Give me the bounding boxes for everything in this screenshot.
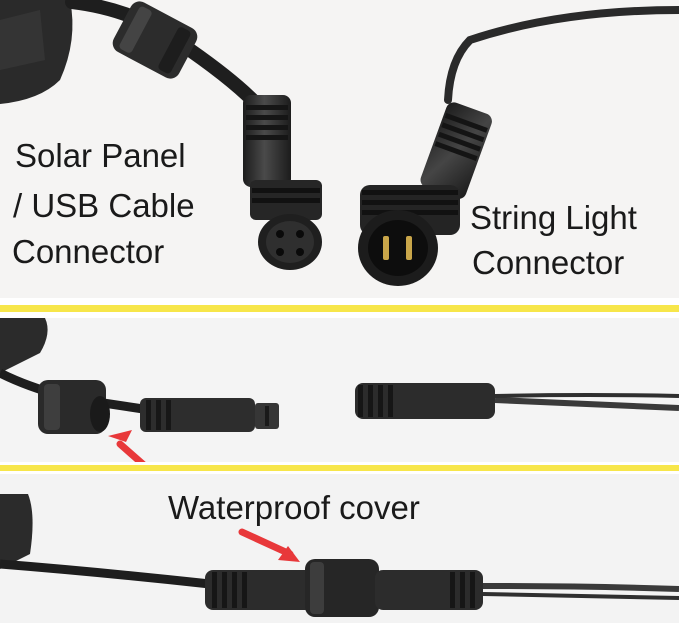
solar-connector-female [243, 95, 322, 270]
red-arrow-up-left [108, 430, 149, 464]
yellow-divider-bottom [0, 462, 679, 474]
string-light-label-line2: Connector [472, 244, 625, 281]
cover-slid-back-photo [0, 318, 679, 464]
connector-mid-right [355, 383, 495, 419]
cable-bottom-right [482, 583, 679, 592]
string-light-connector-male [420, 102, 492, 199]
solar-panel-housing-bottom [0, 494, 33, 569]
cable-right [444, 6, 679, 104]
connector-bottom-right [375, 570, 483, 610]
photo-panel-connected-with-cover: Waterproof cover [0, 474, 679, 623]
connected-with-cover-photo [0, 494, 679, 617]
red-arrow-down-right [238, 528, 300, 562]
waterproof-cover-label: Waterproof cover [168, 489, 420, 526]
cable-bottom-left [0, 559, 211, 589]
waterproof-cover-top [112, 1, 198, 79]
connector-mid-left [140, 398, 279, 432]
photo-panel-connectors-separated: Solar Panel / USB Cable Connector String… [0, 0, 679, 298]
solar-panel-label-line2: / USB Cable [13, 187, 195, 224]
cable-mid-right [494, 397, 679, 411]
string-light-connector-head [358, 185, 460, 286]
yellow-divider-top [0, 298, 679, 318]
string-light-label-line1: String Light [470, 199, 637, 236]
solar-panel-label-line1: Solar Panel [15, 137, 186, 174]
waterproof-cover-bottom [305, 559, 379, 617]
connectors-separated-photo [0, 0, 679, 286]
solar-panel-label-line3: Connector [12, 233, 165, 270]
waterproof-cover-mid [38, 380, 110, 434]
connector-bottom-left [205, 570, 313, 610]
photo-panel-cover-slid-back [0, 318, 679, 464]
solar-panel-housing-mid [0, 318, 48, 373]
